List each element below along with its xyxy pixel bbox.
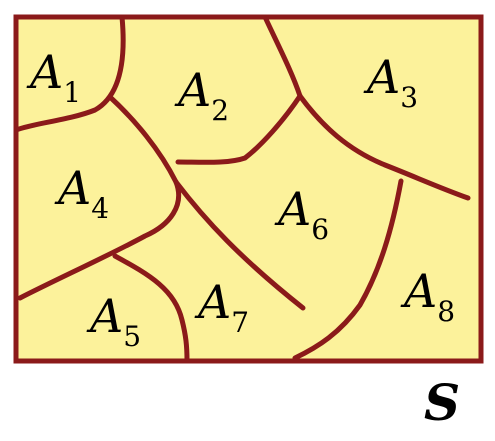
region-label-a2: A2 [174, 63, 229, 127]
region-letter: A [400, 264, 437, 318]
region-label-a8: A8 [400, 264, 455, 328]
region-subscript: 7 [231, 306, 249, 339]
boundary-a5-a7 [112, 253, 190, 364]
region-subscript: 5 [123, 320, 141, 353]
region-letter: A [194, 275, 231, 329]
region-label-a3: A3 [363, 50, 418, 114]
region-label-a6: A6 [274, 182, 329, 246]
boundary-a3-a6 [297, 93, 471, 201]
region-letter: A [363, 50, 400, 104]
region-subscript: 1 [63, 76, 81, 109]
boundary-a2-top [262, 14, 303, 99]
partition-boundaries [13, 14, 471, 364]
region-subscript: 4 [91, 192, 109, 225]
region-letter: A [274, 182, 311, 236]
sample-space-rectangle [13, 14, 484, 364]
region-letter: A [54, 161, 91, 215]
region-label-a7: A7 [194, 275, 249, 339]
boundary-a2-a6 [175, 93, 303, 165]
boundary-a1 [13, 14, 126, 133]
region-label-a5: A5 [86, 289, 141, 353]
region-label-a4: A4 [54, 161, 109, 225]
region-letter: A [174, 63, 211, 117]
set-label: S [424, 373, 460, 432]
region-label-a1: A1 [26, 45, 81, 109]
region-letter: A [26, 45, 63, 99]
boundary-a4-lower [17, 179, 182, 301]
region-subscript: 2 [211, 94, 229, 127]
boundary-a8 [292, 178, 404, 361]
region-subscript: 6 [311, 213, 329, 246]
region-subscript: 3 [400, 81, 418, 114]
region-letter: A [86, 289, 123, 343]
boundary-a2-a4 [107, 94, 179, 185]
region-subscript: 8 [437, 295, 455, 328]
boundary-a6-a7 [173, 179, 306, 311]
